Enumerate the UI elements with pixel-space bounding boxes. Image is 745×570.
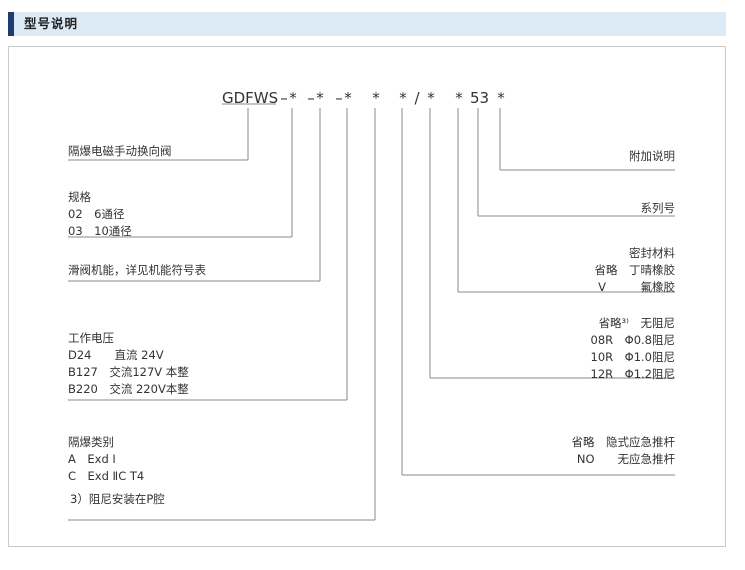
label-sealing-material-line-1: 省略 丁晴橡胶 [594,263,676,277]
label-working-voltage-line-2: B127 交流127V 本整 [68,365,189,379]
code-token-13: * [497,89,505,107]
label-sealing-material-line-2: V 氟橡胶 [598,280,675,294]
label-specification-line-1: 02 6通径 [68,207,125,221]
footnote: 3）阻尼安装在P腔 [70,492,165,506]
label-spool-function-line-0: 滑阀机能，详见机能符号表 [68,263,206,277]
header-accent-bar [8,12,14,36]
label-valve-type-line-0: 隔爆电磁手动换向阀 [68,144,172,158]
label-explosion-proof-class-line-1: A Exd Ⅰ [68,452,116,466]
code-token-8: * [399,89,407,107]
label-working-voltage: 工作电压 D24 直流 24V B127 交流127V 本整 B220 交流 220V… [68,330,189,398]
label-damping-line-2: 10R Φ1.0阻尼 [590,350,675,364]
label-specification: 规格 02 6通径 03 10通径 [68,189,132,240]
label-emergency-push-rod-line-0: 省略 隐式应急推杆 [571,435,676,449]
code-token-1: – [280,89,288,107]
label-additional-description: 附加说明 [629,148,675,165]
label-damping: 省略³⁾ 无阻尼 08R Φ0.8阻尼 10R Φ1.0阻尼 12R Φ1.2阻尼 [591,315,675,383]
label-explosion-proof-class-line-0: 隔爆类别 [68,435,114,449]
label-damping-line-0: 省略³⁾ 无阻尼 [598,316,675,330]
label-sealing-material-line-0: 密封材料 [629,246,675,260]
label-damping-line-3: 12R Φ1.2阻尼 [590,367,675,381]
label-damping-line-1: 08R Φ0.8阻尼 [590,333,675,347]
code-token-3: – [307,89,315,107]
label-working-voltage-line-0: 工作电压 [68,331,114,345]
code-token-10: * [427,89,435,107]
code-token-7: * [372,89,380,107]
label-explosion-proof-class: 隔爆类别 A Exd Ⅰ C Exd ⅡC T4 [68,434,144,485]
label-valve-type: 隔爆电磁手动换向阀 [68,143,172,160]
label-additional-description-line-0: 附加说明 [629,149,675,163]
diagram-frame [8,46,726,547]
label-sealing-material: 密封材料省略 丁晴橡胶 V 氟橡胶 [595,245,676,296]
code-token-6: * [344,89,352,107]
label-working-voltage-line-3: B220 交流 220V本整 [68,382,189,396]
code-token-11: * [455,89,463,107]
code-token-5: – [335,89,343,107]
label-spool-function: 滑阀机能，详见机能符号表 [68,262,206,279]
label-specification-line-0: 规格 [68,190,91,204]
label-explosion-proof-class-line-2: C Exd ⅡC T4 [68,469,145,483]
label-series-number: 系列号 [641,200,676,217]
code-token-9: / [414,89,420,107]
label-specification-line-2: 03 10通径 [68,224,132,238]
label-working-voltage-line-1: D24 直流 24V [68,348,164,362]
model-code-string: GDFWS–*–*–***/**53* [0,88,745,110]
page-title: 型号说明 [24,16,79,31]
code-token-4: * [316,89,324,107]
code-token-12: 53 [470,89,490,107]
label-series-number-line-0: 系列号 [640,201,676,215]
label-emergency-push-rod: 省略 隐式应急推杆 NO 无应急推杆 [572,434,676,468]
code-token-2: * [289,89,297,107]
label-emergency-push-rod-line-1: NO 无应急推杆 [576,452,675,466]
code-token-0: GDFWS [222,89,279,107]
section-header: 型号说明 [8,12,726,36]
